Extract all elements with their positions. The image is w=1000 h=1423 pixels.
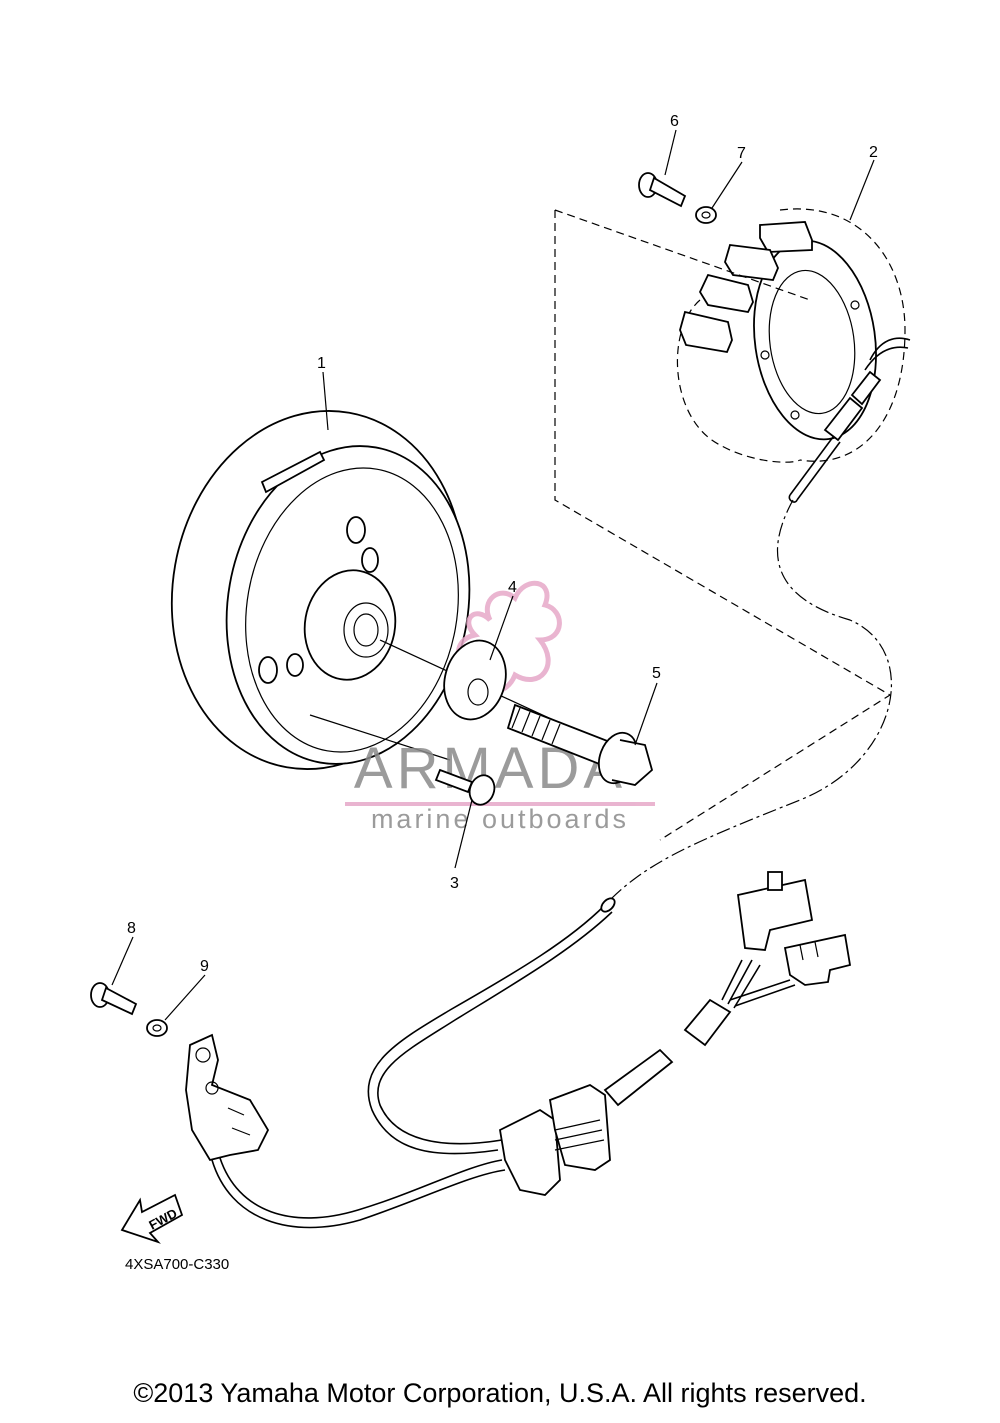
pickup-coil (185, 1033, 270, 1162)
diagram-code: 4XSA700-C330 (125, 1256, 229, 1273)
wire-harness (211, 871, 852, 1229)
callout-7: 7 (737, 145, 746, 162)
bolt-part6 (638, 172, 687, 208)
callout-8: 8 (127, 920, 136, 937)
cable-route-line (609, 499, 893, 901)
bolt-part8 (90, 982, 138, 1016)
bolt-part5 (506, 703, 654, 786)
callout-9: 9 (200, 958, 209, 975)
callout-5: 5 (652, 665, 661, 682)
stator-assembly (676, 208, 911, 503)
washer-part7 (695, 206, 717, 224)
callout-4: 4 (508, 579, 517, 596)
flywheel-rotor (170, 410, 471, 770)
callout-6: 6 (670, 113, 679, 130)
fwd-arrow-icon: FWD (120, 1193, 184, 1244)
callout-3: 3 (450, 875, 459, 892)
watermark-tagline: marine outboards (371, 804, 629, 834)
washer-part9 (146, 1019, 168, 1037)
copyright-notice: ©2013 Yamaha Motor Corporation, U.S.A. A… (133, 1378, 867, 1408)
washer-part4 (443, 639, 507, 721)
assembly-boundary (554, 209, 892, 841)
callout-2: 2 (869, 144, 878, 161)
screw-part3 (434, 768, 496, 806)
leader-lines (111, 129, 875, 1021)
callout-1: 1 (317, 355, 326, 372)
